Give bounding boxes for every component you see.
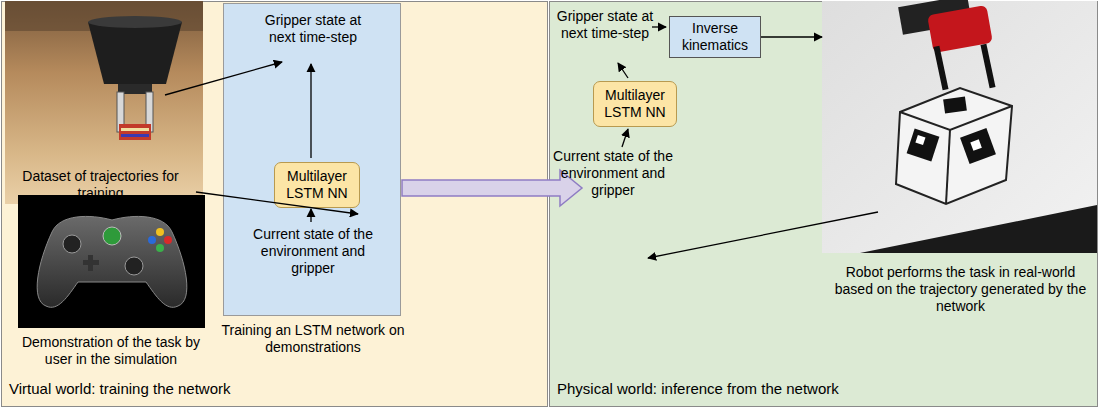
photo-box: Robot performs the task in real-world ba…	[823, 2, 1098, 254]
transfer-arrow	[402, 170, 582, 206]
leader-arrow	[622, 129, 628, 147]
box-text: Current state of the environment and gri…	[243, 226, 383, 277]
simulation-image	[5, 1, 203, 204]
image-caption: Dataset of trajectories for training	[8, 168, 193, 202]
box-text: Multilayer LSTM NN	[594, 87, 676, 121]
leader-arrow	[196, 192, 358, 214]
robot-photo	[822, 0, 1097, 253]
leader-arrow	[652, 26, 666, 27]
box-text: Training an LSTM network on demonstratio…	[213, 322, 413, 356]
process-box: Multilayer LSTM NN	[274, 162, 360, 208]
region-panel: Virtual world: training the network Gripp…	[1, 1, 548, 407]
box-text: Multilayer LSTM NN	[275, 168, 359, 202]
leader-arrow	[310, 209, 311, 222]
region-title: Virtual world: training the network	[9, 380, 429, 397]
box-text: Robot performs the task in real-world ba…	[827, 264, 1094, 315]
leader-arrows	[165, 27, 878, 258]
region-panel: Physical world: inference from the netwo…	[549, 1, 1098, 407]
leader-arrow	[310, 64, 311, 158]
leader-arrow	[648, 212, 878, 258]
connector-arrow	[761, 36, 822, 37]
text-label: Current state of the environment and gri…	[553, 148, 673, 199]
image-caption: Demonstration of the task by user in the…	[8, 334, 214, 368]
box-text: Inverse kinematics	[670, 20, 760, 54]
text-label: Gripper state at next time-step	[555, 8, 655, 42]
game-controller	[18, 195, 205, 328]
process-box: Inverse kinematics	[669, 16, 761, 58]
stage-box: Gripper state at next time-stepCurrent s…	[223, 3, 401, 316]
region-title: Physical world: inference from the netwo…	[557, 380, 977, 397]
box-text: Gripper state at next time-step	[263, 12, 363, 46]
leader-arrow	[618, 63, 628, 78]
leader-arrow	[165, 62, 282, 95]
process-box: Multilayer LSTM NN	[593, 81, 677, 127]
